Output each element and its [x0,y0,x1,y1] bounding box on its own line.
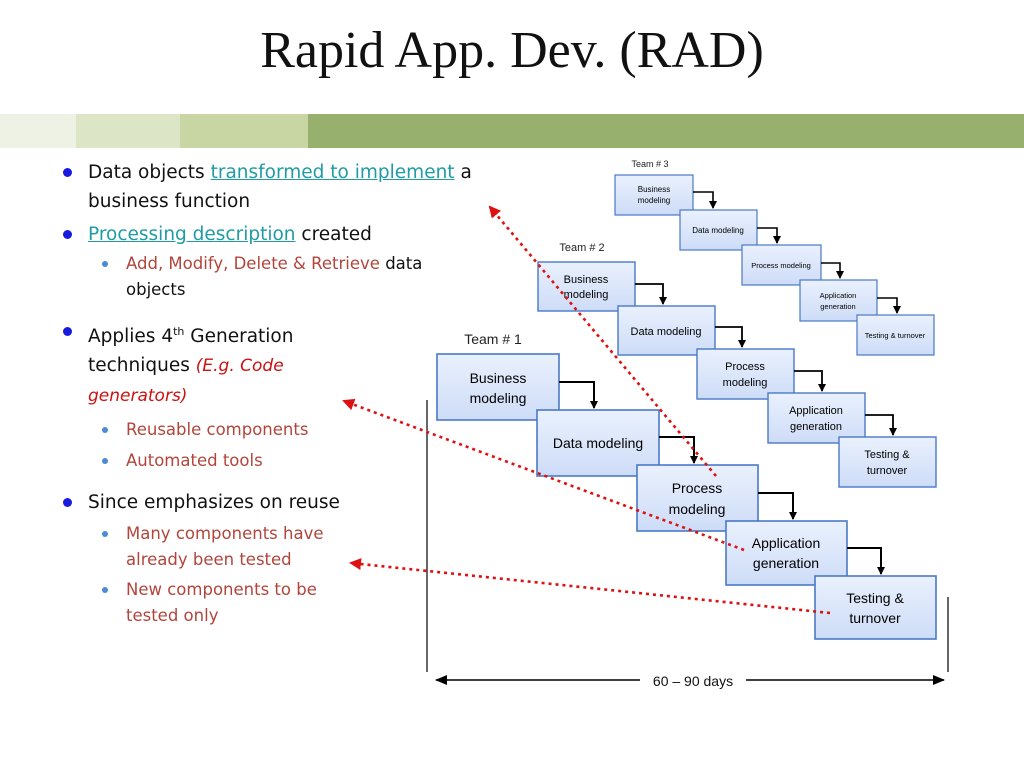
bullet-text: Applies 4 [88,326,174,348]
team3-business-modeling-line1: Business [638,185,670,194]
slide-title: Rapid App. Dev. (RAD) [260,22,764,79]
header-band-segment-1 [0,114,76,148]
header-band-segment-4 [308,114,1024,148]
team3-application-generation-line1: Application [820,291,857,300]
example-text: (E.g. Code generators) [88,356,284,407]
team3-flow-arrow-4 [877,297,901,314]
team3-application-generation-line2: generation [820,302,855,311]
bullet-list: Data objects transformed to implement a … [62,158,512,629]
callout-arrow-application-generation [342,398,745,552]
bullet-text: a business function [88,162,472,212]
team2-business-modeling-line2: modeling [564,289,609,301]
team3-business-modeling-box [614,174,694,216]
team2-flow-arrow-2 [715,326,746,348]
team3-data-modeling-box [679,209,758,251]
team2-testing-turnover-line1: Testing & [864,449,910,461]
team3-group: Team # 3 Business modeling Data modeling… [614,159,935,356]
team2-flow-arrow-3 [794,370,826,392]
sub-bullet-colored-text: Add, Modify, Delete & Retrieve [126,254,380,273]
header-band-segment-3 [180,114,308,148]
team3-flow-arrow-1 [693,191,717,209]
team2-flow-arrow-4 [865,414,897,436]
team2-testing-turnover-box [838,436,937,488]
team1-application-generation-line1: Application [752,535,821,551]
team2-application-generation-line1: Application [789,405,843,417]
sub-bullet-reusable: Reusable components [62,417,512,443]
team1-flow-arrow-1 [559,381,598,409]
bullet-text: Data objects [88,162,211,183]
team1-data-modeling-label: Data modeling [553,435,643,451]
link-processing-description[interactable]: Processing description [88,224,296,245]
team2-application-generation-box [767,392,866,444]
team1-business-modeling-line2: modeling [470,390,527,406]
team1-application-generation-line2: generation [753,555,819,571]
team2-process-modeling-line1: Process [725,361,765,373]
team1-flow-arrow-3 [758,492,797,520]
callout-arrow-testing-turnover [349,558,831,615]
bullet-text: created [295,224,372,245]
sub-bullet-tested: Many components have already been tested [62,521,346,573]
bullet-4th-generation: Applies 4th Generation techniques (E.g. … [62,317,318,411]
header-band-segment-2 [76,114,180,148]
team1-flow-arrow-4 [847,547,885,575]
bullet-processing-description: Processing description created [62,220,512,249]
team3-business-modeling-line2: modeling [638,196,670,205]
team2-business-modeling-line1: Business [564,274,609,286]
superscript: th [173,325,185,338]
team2-business-modeling-box [537,261,636,312]
team3-flow-arrow-2 [757,227,781,244]
team2-process-modeling-line2: modeling [723,377,768,389]
team2-label: Team # 2 [559,242,604,254]
sub-bullet-text: data objects [126,254,423,299]
team3-process-modeling-label: Process modeling [751,261,811,270]
timeline-label: 60 – 90 days [653,673,733,689]
team1-process-modeling-box [636,464,759,532]
team1-application-generation-box [725,520,848,586]
team3-testing-turnover-box [856,314,935,356]
team2-data-modeling-label: Data modeling [631,326,702,338]
link-transformed-to-implement[interactable]: transformed to implement [210,162,455,183]
team2-process-modeling-box [696,348,795,400]
team3-application-generation-box [799,279,878,322]
team2-application-generation-line2: generation [790,421,842,433]
team3-testing-turnover-label: Testing & turnover [865,331,926,340]
team1-business-modeling-box [436,353,560,421]
team1-flow-arrow-2 [659,436,698,464]
team2-group: Team # 2 Business modeling Data modeling… [537,242,937,488]
team3-flow-arrow-3 [821,262,844,279]
team3-label: Team # 3 [631,159,668,169]
team2-flow-arrow-1 [635,283,667,305]
bullet-data-objects: Data objects transformed to implement a … [62,158,508,216]
sub-bullet-automated: Automated tools [62,448,512,474]
team1-group: Team # 1 Business modeling Data modeling… [436,331,937,640]
timeline-label-bg [640,671,746,691]
callout-arrow-process-modeling [488,205,717,477]
bullet-reuse: Since emphasizes on reuse [62,488,512,517]
team1-testing-turnover-box [814,575,937,640]
team2-testing-turnover-line2: turnover [867,465,908,477]
team1-business-modeling-line1: Business [470,370,527,386]
team2-data-modeling-box [617,305,716,356]
team1-testing-turnover-line1: Testing & [846,590,904,606]
team1-process-modeling-line1: Process [672,480,723,496]
sub-bullet-add-modify: Add, Modify, Delete & Retrieve data obje… [62,251,466,303]
team3-process-modeling-box [741,244,822,286]
team1-testing-turnover-line2: turnover [849,610,901,626]
team3-data-modeling-label: Data modeling [692,226,744,235]
team1-process-modeling-line2: modeling [669,501,726,517]
bullet-text: Generation techniques [88,326,294,377]
sub-bullet-new-components: New components to be tested only [62,577,346,629]
team1-label: Team # 1 [464,331,522,347]
